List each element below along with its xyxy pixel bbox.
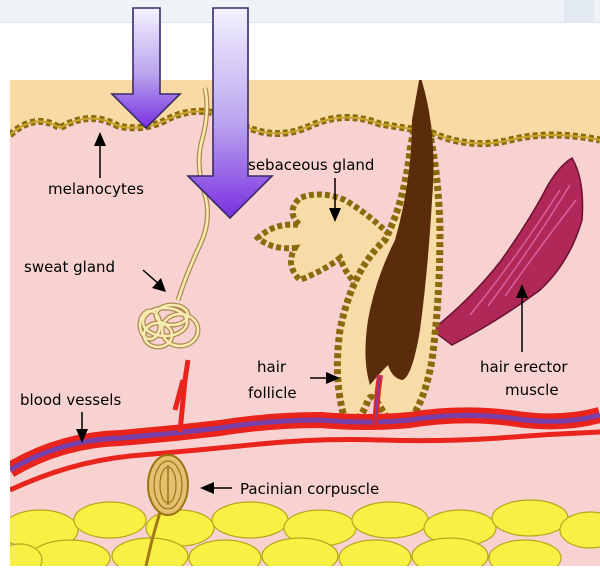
svg-text:blood vessels: blood vessels xyxy=(20,391,121,409)
svg-text:melanocytes: melanocytes xyxy=(48,180,144,198)
svg-text:Pacinian corpuscle: Pacinian corpuscle xyxy=(240,480,379,498)
svg-text:hair: hair xyxy=(257,358,287,376)
pacinian-corpuscle xyxy=(148,455,188,515)
svg-text:muscle: muscle xyxy=(505,381,559,399)
svg-text:follicle: follicle xyxy=(248,384,297,402)
svg-text:sweat gland: sweat gland xyxy=(24,258,115,276)
svg-text:sebaceous gland: sebaceous gland xyxy=(248,156,374,174)
svg-text:hair erector: hair erector xyxy=(480,358,568,376)
